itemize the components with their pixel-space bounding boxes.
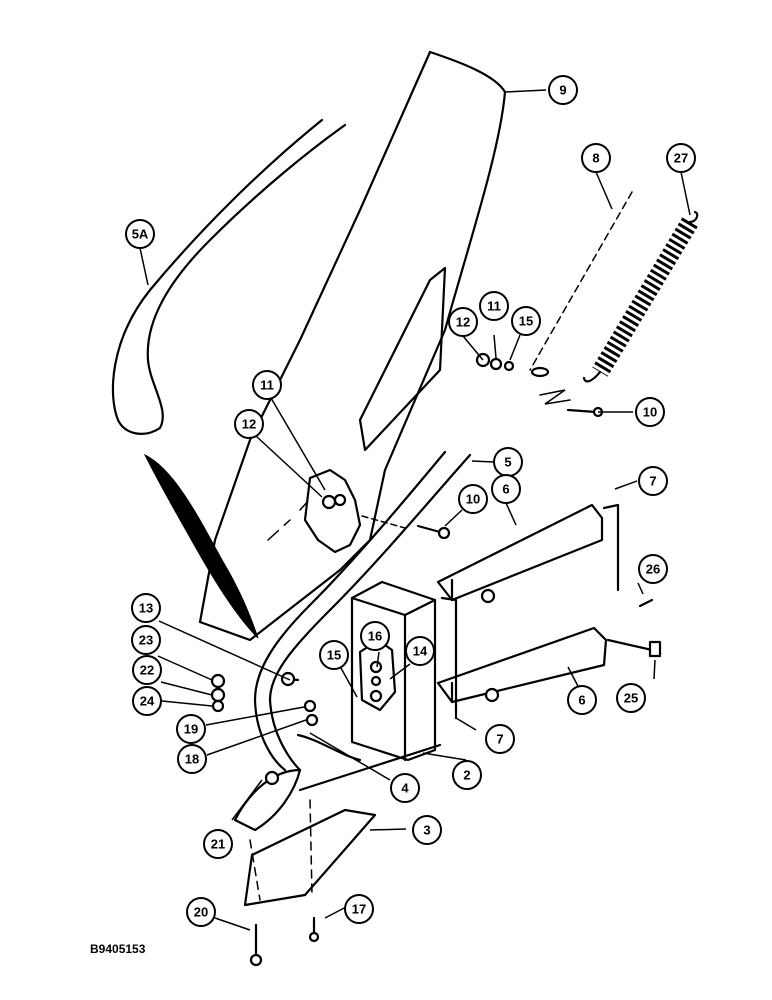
callout-label: 14 (413, 644, 428, 659)
callout-label: 12 (456, 315, 470, 330)
callout-label: 12 (242, 417, 256, 432)
shield-edge-shadow (143, 453, 259, 639)
standard-block (298, 580, 442, 792)
bolt-17 (308, 916, 320, 943)
callout-label: 11 (487, 299, 501, 314)
spring (582, 210, 699, 383)
leader-lines (139, 89, 691, 931)
callout-19: 19 (176, 714, 206, 744)
callout-9: 9 (548, 75, 578, 105)
callout-10a: 10 (635, 397, 665, 427)
callout-label: 3 (423, 823, 430, 838)
callout-label: 7 (496, 732, 503, 747)
callout-6b: 6 (567, 685, 597, 715)
callout-label: 23 (139, 633, 153, 648)
point-21 (233, 768, 302, 832)
callout-5: 5 (493, 447, 523, 477)
callout-label: 6 (578, 693, 585, 708)
bolt-25 (606, 638, 662, 658)
callout-24: 24 (132, 686, 162, 716)
callout-4: 4 (390, 773, 420, 803)
callout-2: 2 (452, 760, 482, 790)
callout-label: 9 (559, 83, 566, 98)
callout-23: 23 (131, 625, 161, 655)
callout-label: 7 (649, 474, 656, 489)
callout-3: 3 (412, 815, 442, 845)
callout-5a: 5A (125, 219, 155, 249)
hardware-stack (210, 671, 319, 727)
callout-label: 2 (463, 768, 470, 783)
callout-14: 14 (405, 636, 435, 666)
callout-17: 17 (344, 894, 374, 924)
callout-16: 16 (360, 621, 390, 651)
callout-21: 21 (203, 829, 233, 859)
chain (529, 191, 633, 378)
callout-label: 21 (211, 837, 225, 852)
callout-12a: 12 (448, 307, 478, 337)
callout-11a: 11 (479, 291, 509, 321)
callout-label: 20 (194, 905, 208, 920)
callout-label: 22 (140, 663, 154, 678)
callout-20: 20 (186, 897, 216, 927)
callout-15a: 15 (511, 306, 541, 336)
callout-label: 6 (502, 482, 509, 497)
callout-label: 15 (327, 648, 341, 663)
channel-upper (436, 503, 604, 604)
callout-label: 18 (185, 752, 199, 767)
spring-hardware (475, 352, 604, 418)
figure-id: B9405153 (90, 942, 146, 956)
callout-label: 5A (132, 227, 149, 242)
callout-8: 8 (581, 143, 611, 173)
callout-label: 16 (368, 629, 382, 644)
callout-27: 27 (666, 143, 696, 173)
callout-13: 13 (131, 593, 161, 623)
bolt-20 (249, 923, 263, 967)
rod-5 (253, 450, 472, 772)
callout-10b: 10 (458, 484, 488, 514)
callout-label: 24 (140, 694, 155, 709)
callout-label: 11 (260, 378, 274, 393)
callout-26: 26 (638, 554, 668, 584)
callout-label: 17 (352, 902, 366, 917)
channel-lower (436, 626, 608, 704)
callout-label: 19 (184, 722, 198, 737)
callout-label: 13 (139, 601, 153, 616)
callout-label: 27 (674, 151, 688, 166)
shovel-3 (243, 799, 377, 907)
callout-7a: 7 (638, 466, 668, 496)
pins-7 (440, 503, 620, 720)
callout-6a: 6 (491, 474, 521, 504)
callout-label: 8 (592, 151, 599, 166)
callout-15b: 15 (319, 640, 349, 670)
callout-label: 15 (519, 314, 533, 329)
callout-12b: 12 (234, 409, 264, 439)
pin-26 (638, 598, 654, 608)
callout-label: 10 (643, 405, 657, 420)
rod-5a (111, 118, 347, 435)
shield-panel (198, 50, 507, 642)
callout-label: 25 (624, 691, 638, 706)
callout-22: 22 (132, 655, 162, 685)
bolt-10-panel (361, 515, 451, 540)
callout-label: 4 (401, 781, 409, 796)
callout-label: 26 (646, 562, 660, 577)
callout-18: 18 (177, 744, 207, 774)
callout-label: 10 (466, 492, 480, 507)
callout-11b: 11 (252, 370, 282, 400)
callout-7b: 7 (485, 724, 515, 754)
callout-25: 25 (616, 683, 646, 713)
callout-label: 5 (504, 455, 511, 470)
